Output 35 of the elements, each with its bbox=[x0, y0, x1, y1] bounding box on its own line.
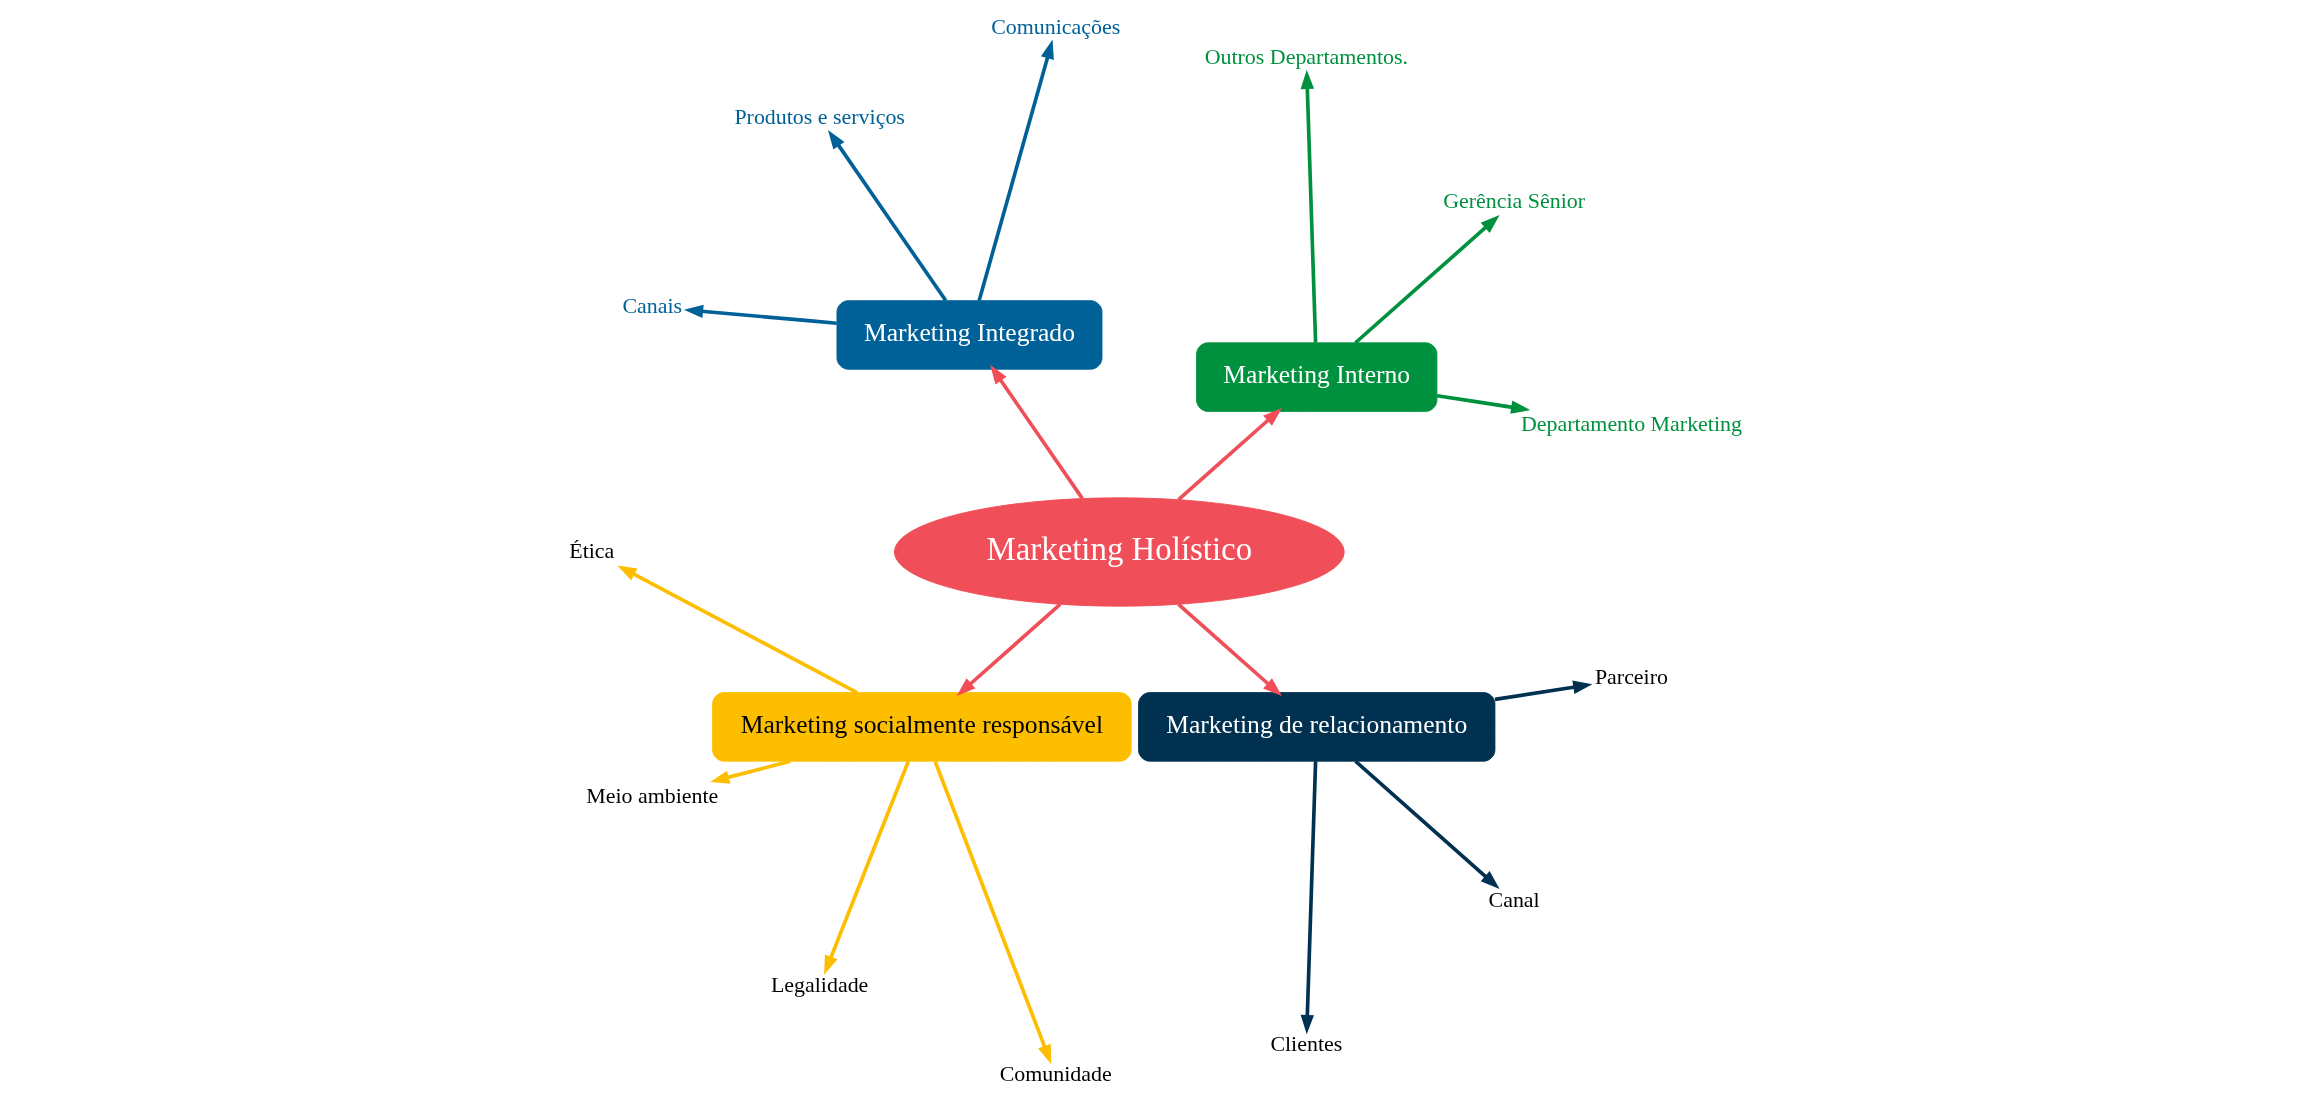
arrow bbox=[932, 760, 1051, 1065]
arrow bbox=[1436, 393, 1530, 414]
arrow bbox=[616, 565, 858, 695]
arrow bbox=[827, 129, 947, 302]
node-text: Parceiro bbox=[1594, 663, 1668, 689]
arrow bbox=[1176, 407, 1282, 501]
node-text: Ética bbox=[568, 537, 614, 563]
node-text: Gerência Sênior bbox=[1442, 187, 1585, 213]
arrow bbox=[683, 304, 837, 326]
arrow bbox=[976, 39, 1054, 302]
node-text: Clientes bbox=[1269, 1030, 1342, 1056]
arrow bbox=[1353, 215, 1500, 345]
node-text: Meio ambiente bbox=[585, 782, 718, 808]
node-text: Comunidade bbox=[999, 1061, 1112, 1087]
node-ellipse: Marketing Holístico bbox=[893, 497, 1345, 607]
node-text: Canais bbox=[621, 292, 682, 318]
arrow bbox=[989, 364, 1084, 500]
node-box: Marketing socialmente responsável bbox=[711, 692, 1132, 762]
arrow bbox=[956, 603, 1061, 697]
arrow bbox=[709, 759, 791, 784]
node-text: Legalidade bbox=[770, 971, 868, 997]
arrow bbox=[823, 760, 910, 975]
node-text: Canal bbox=[1488, 887, 1540, 913]
node-text: Produtos e serviços bbox=[733, 103, 905, 129]
node-box: Marketing de relacionamento bbox=[1137, 692, 1495, 762]
arrow bbox=[1494, 680, 1592, 702]
arrow bbox=[1300, 69, 1317, 343]
arrow bbox=[1176, 603, 1282, 697]
node-text: Departamento Marketing bbox=[1520, 411, 1742, 437]
arrow bbox=[1300, 761, 1317, 1035]
node-text: Comunicações bbox=[990, 14, 1120, 40]
arrow bbox=[1353, 759, 1500, 889]
node-box: Marketing Interno bbox=[1195, 342, 1437, 412]
node-text: Outros Departamentos. bbox=[1204, 44, 1408, 70]
node-box: Marketing Integrado bbox=[836, 300, 1102, 370]
